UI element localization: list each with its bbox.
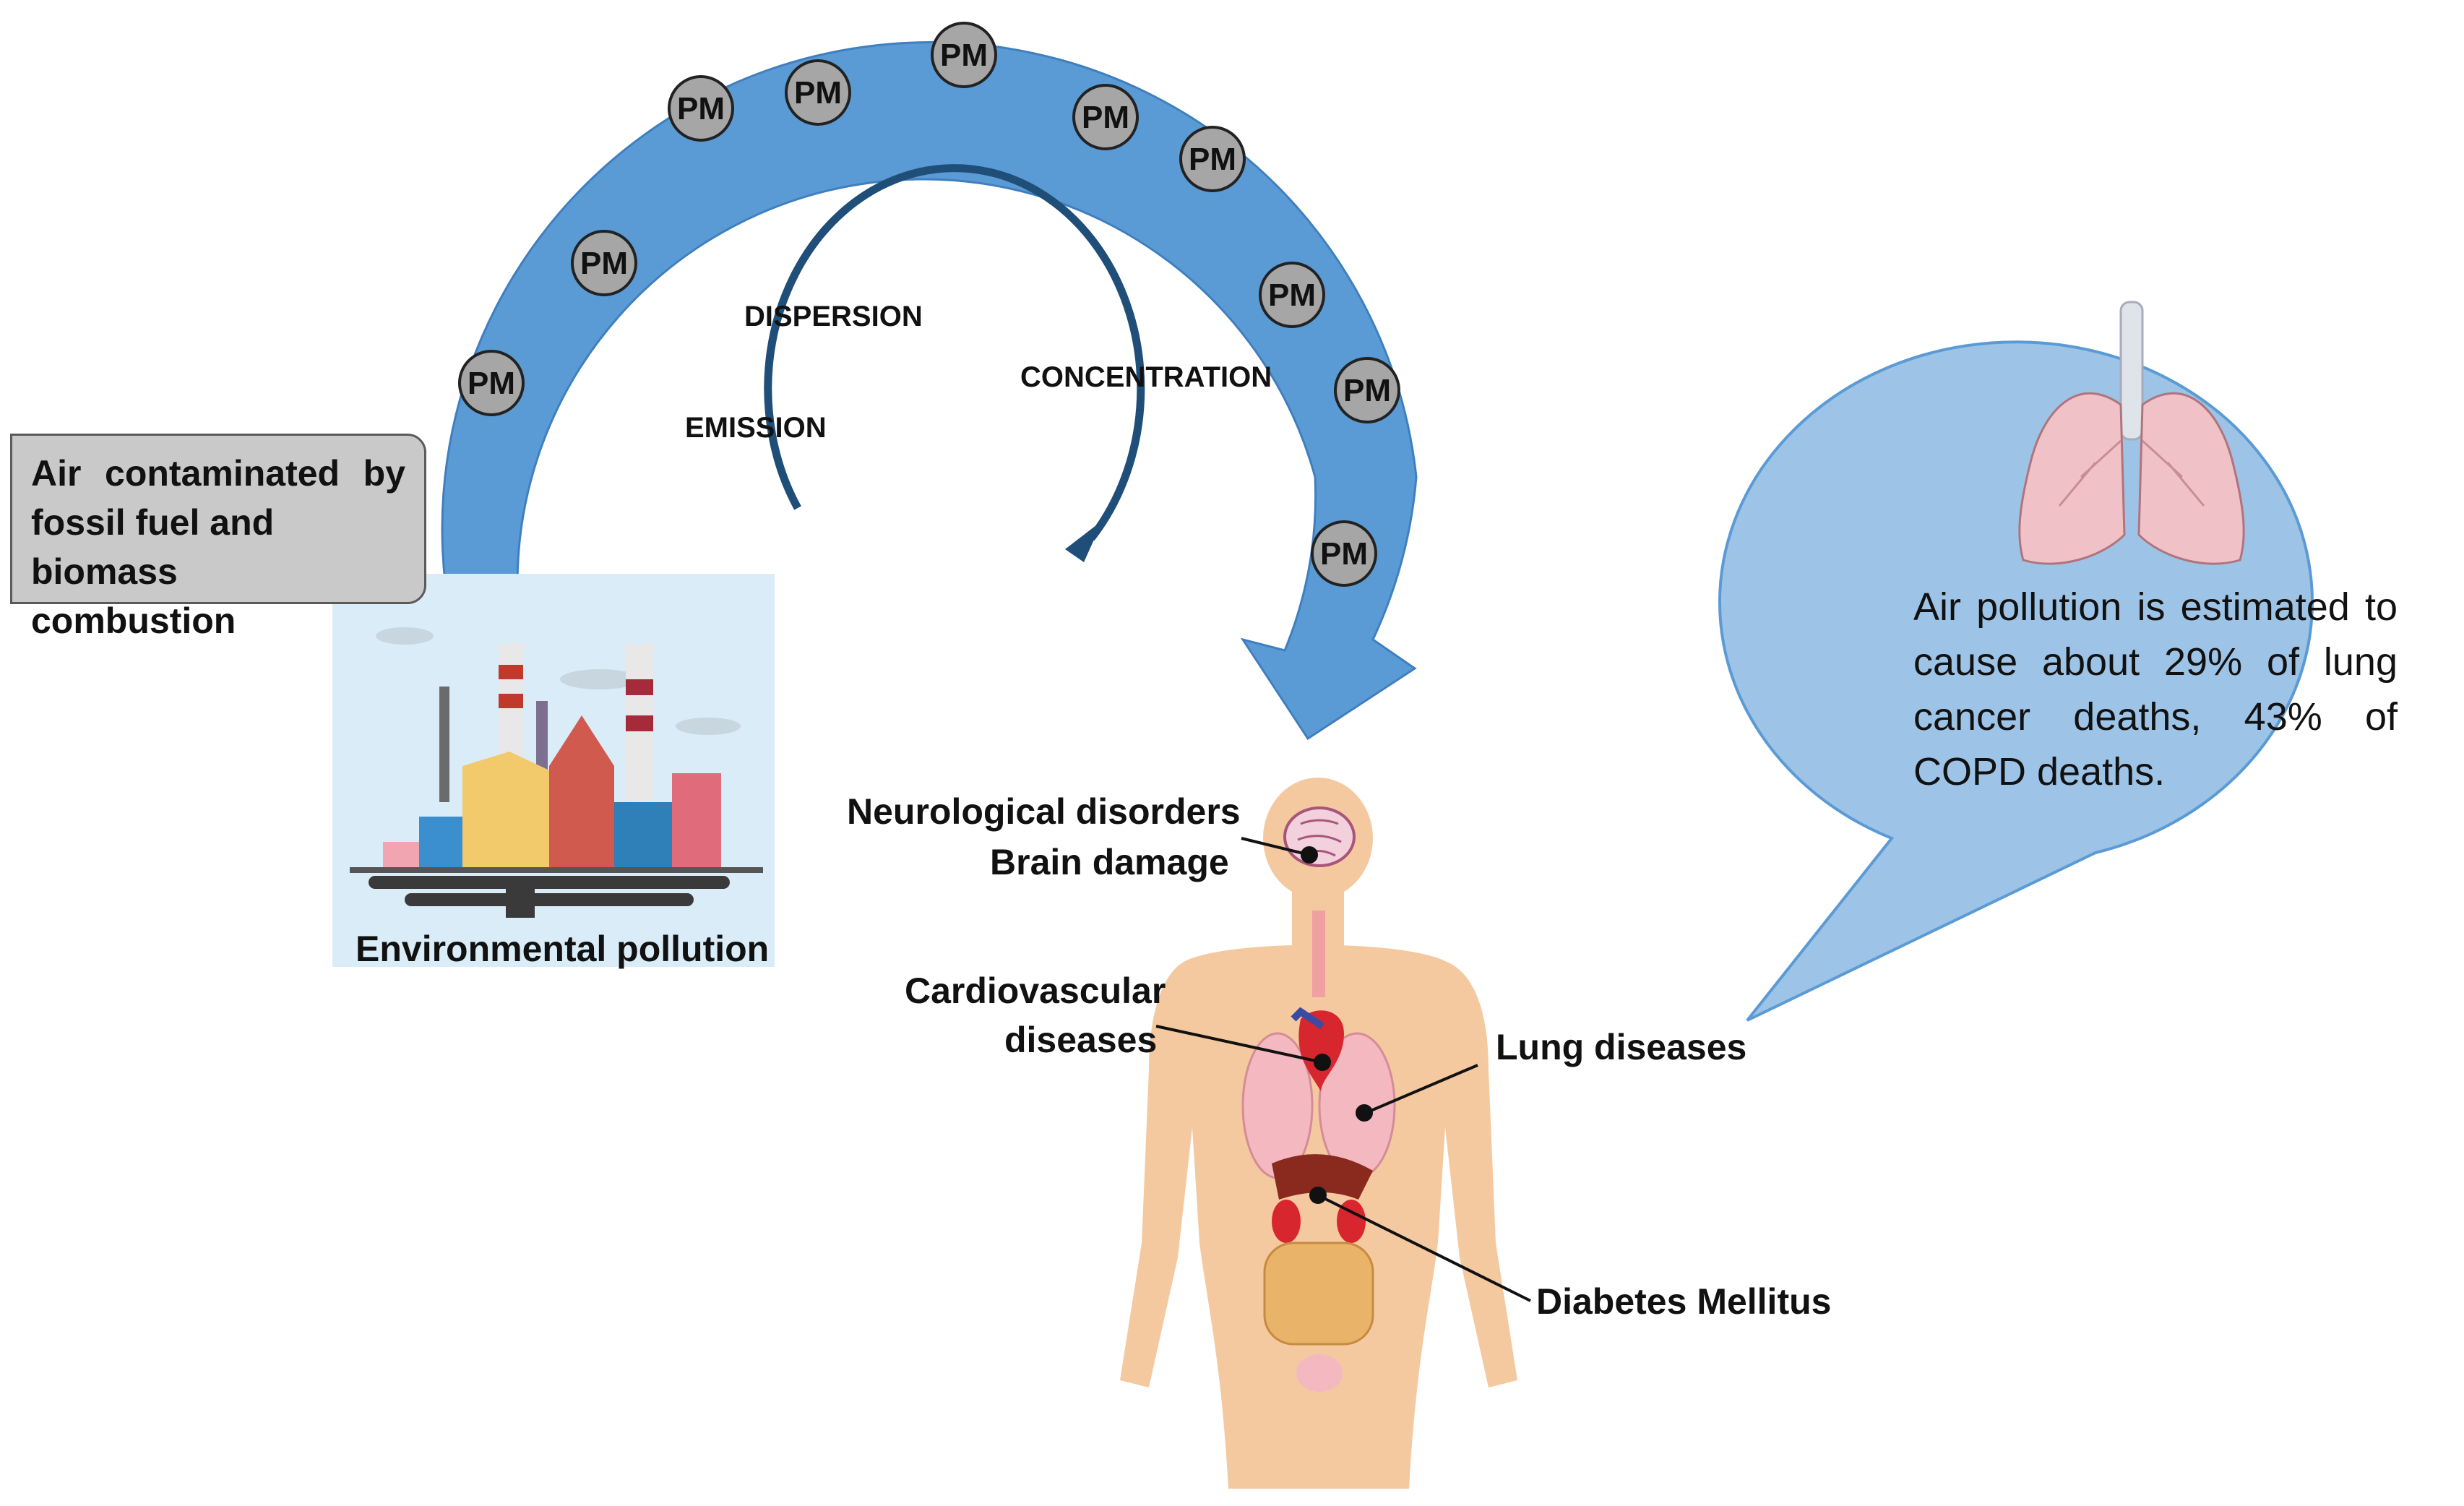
pm-particle xyxy=(1179,126,1246,192)
dispersion-label: DISPERSION xyxy=(744,301,923,332)
pm-particle xyxy=(668,75,734,142)
pm-particle xyxy=(1311,520,1377,587)
lungs-icon xyxy=(2018,301,2245,565)
pm-label: PM xyxy=(580,246,628,281)
pm-particle xyxy=(458,350,525,416)
pm-label: PM xyxy=(940,38,988,73)
pm-label: PM xyxy=(1343,373,1391,408)
pm-particle xyxy=(1334,357,1400,423)
lung-bubble-text: Air pollution is estimated to cause abou… xyxy=(1913,580,2398,799)
pm-particle xyxy=(931,22,997,88)
leader-lines xyxy=(1155,837,1531,1302)
cardiovascular-label: Cardiovascular xyxy=(905,971,1166,1011)
environment-label: Environmental pollution xyxy=(356,929,770,969)
pm-particle xyxy=(1072,84,1139,150)
pm-label: PM xyxy=(1082,100,1129,135)
pm-particle xyxy=(785,59,851,126)
factory-illustration xyxy=(332,574,775,967)
particle-matter-group: PM PM PM PM PM PM PM PM PM PM xyxy=(458,22,1400,587)
cardiovascular-diseases-label: diseases xyxy=(1004,1020,1158,1060)
pm-label: PM xyxy=(677,91,725,126)
pm-label: PM xyxy=(1320,536,1368,572)
brain-damage-label: Brain damage xyxy=(990,842,1229,882)
source-callout: Air contaminated by fossil fuel and biom… xyxy=(10,434,426,641)
lung-diseases-label: Lung diseases xyxy=(1496,1027,1747,1067)
lung-bubble-line-1: Air pollution is estimated to xyxy=(1913,585,2398,629)
pm-particle xyxy=(1259,262,1325,328)
pm-label: PM xyxy=(1268,277,1316,313)
human-body-illustration xyxy=(1120,778,1517,1489)
emission-label: EMISSION xyxy=(685,412,827,444)
source-callout-line-2: fossil fuel and biomass xyxy=(31,502,275,592)
concentration-label: CONCENTRATION xyxy=(1020,361,1272,393)
source-callout-line-1: Air contaminated by xyxy=(31,453,405,494)
process-cycle-arrow xyxy=(764,164,1145,562)
pm-label: PM xyxy=(1189,142,1236,177)
source-callout-line-3: combustion xyxy=(31,601,236,641)
diabetes-label: Diabetes Mellitus xyxy=(1536,1281,1832,1322)
neurological-disorders-label: Neurological disorders xyxy=(847,791,1241,832)
lung-bubble-line-2: cause about 29% of lung xyxy=(1913,640,2398,684)
pm-particle xyxy=(571,230,637,296)
pm-label: PM xyxy=(468,366,515,401)
lung-bubble-line-4: COPD deaths. xyxy=(1913,750,2166,793)
lung-bubble-line-3: cancer deaths, 43% of xyxy=(1913,695,2398,739)
pm-label: PM xyxy=(794,75,842,111)
